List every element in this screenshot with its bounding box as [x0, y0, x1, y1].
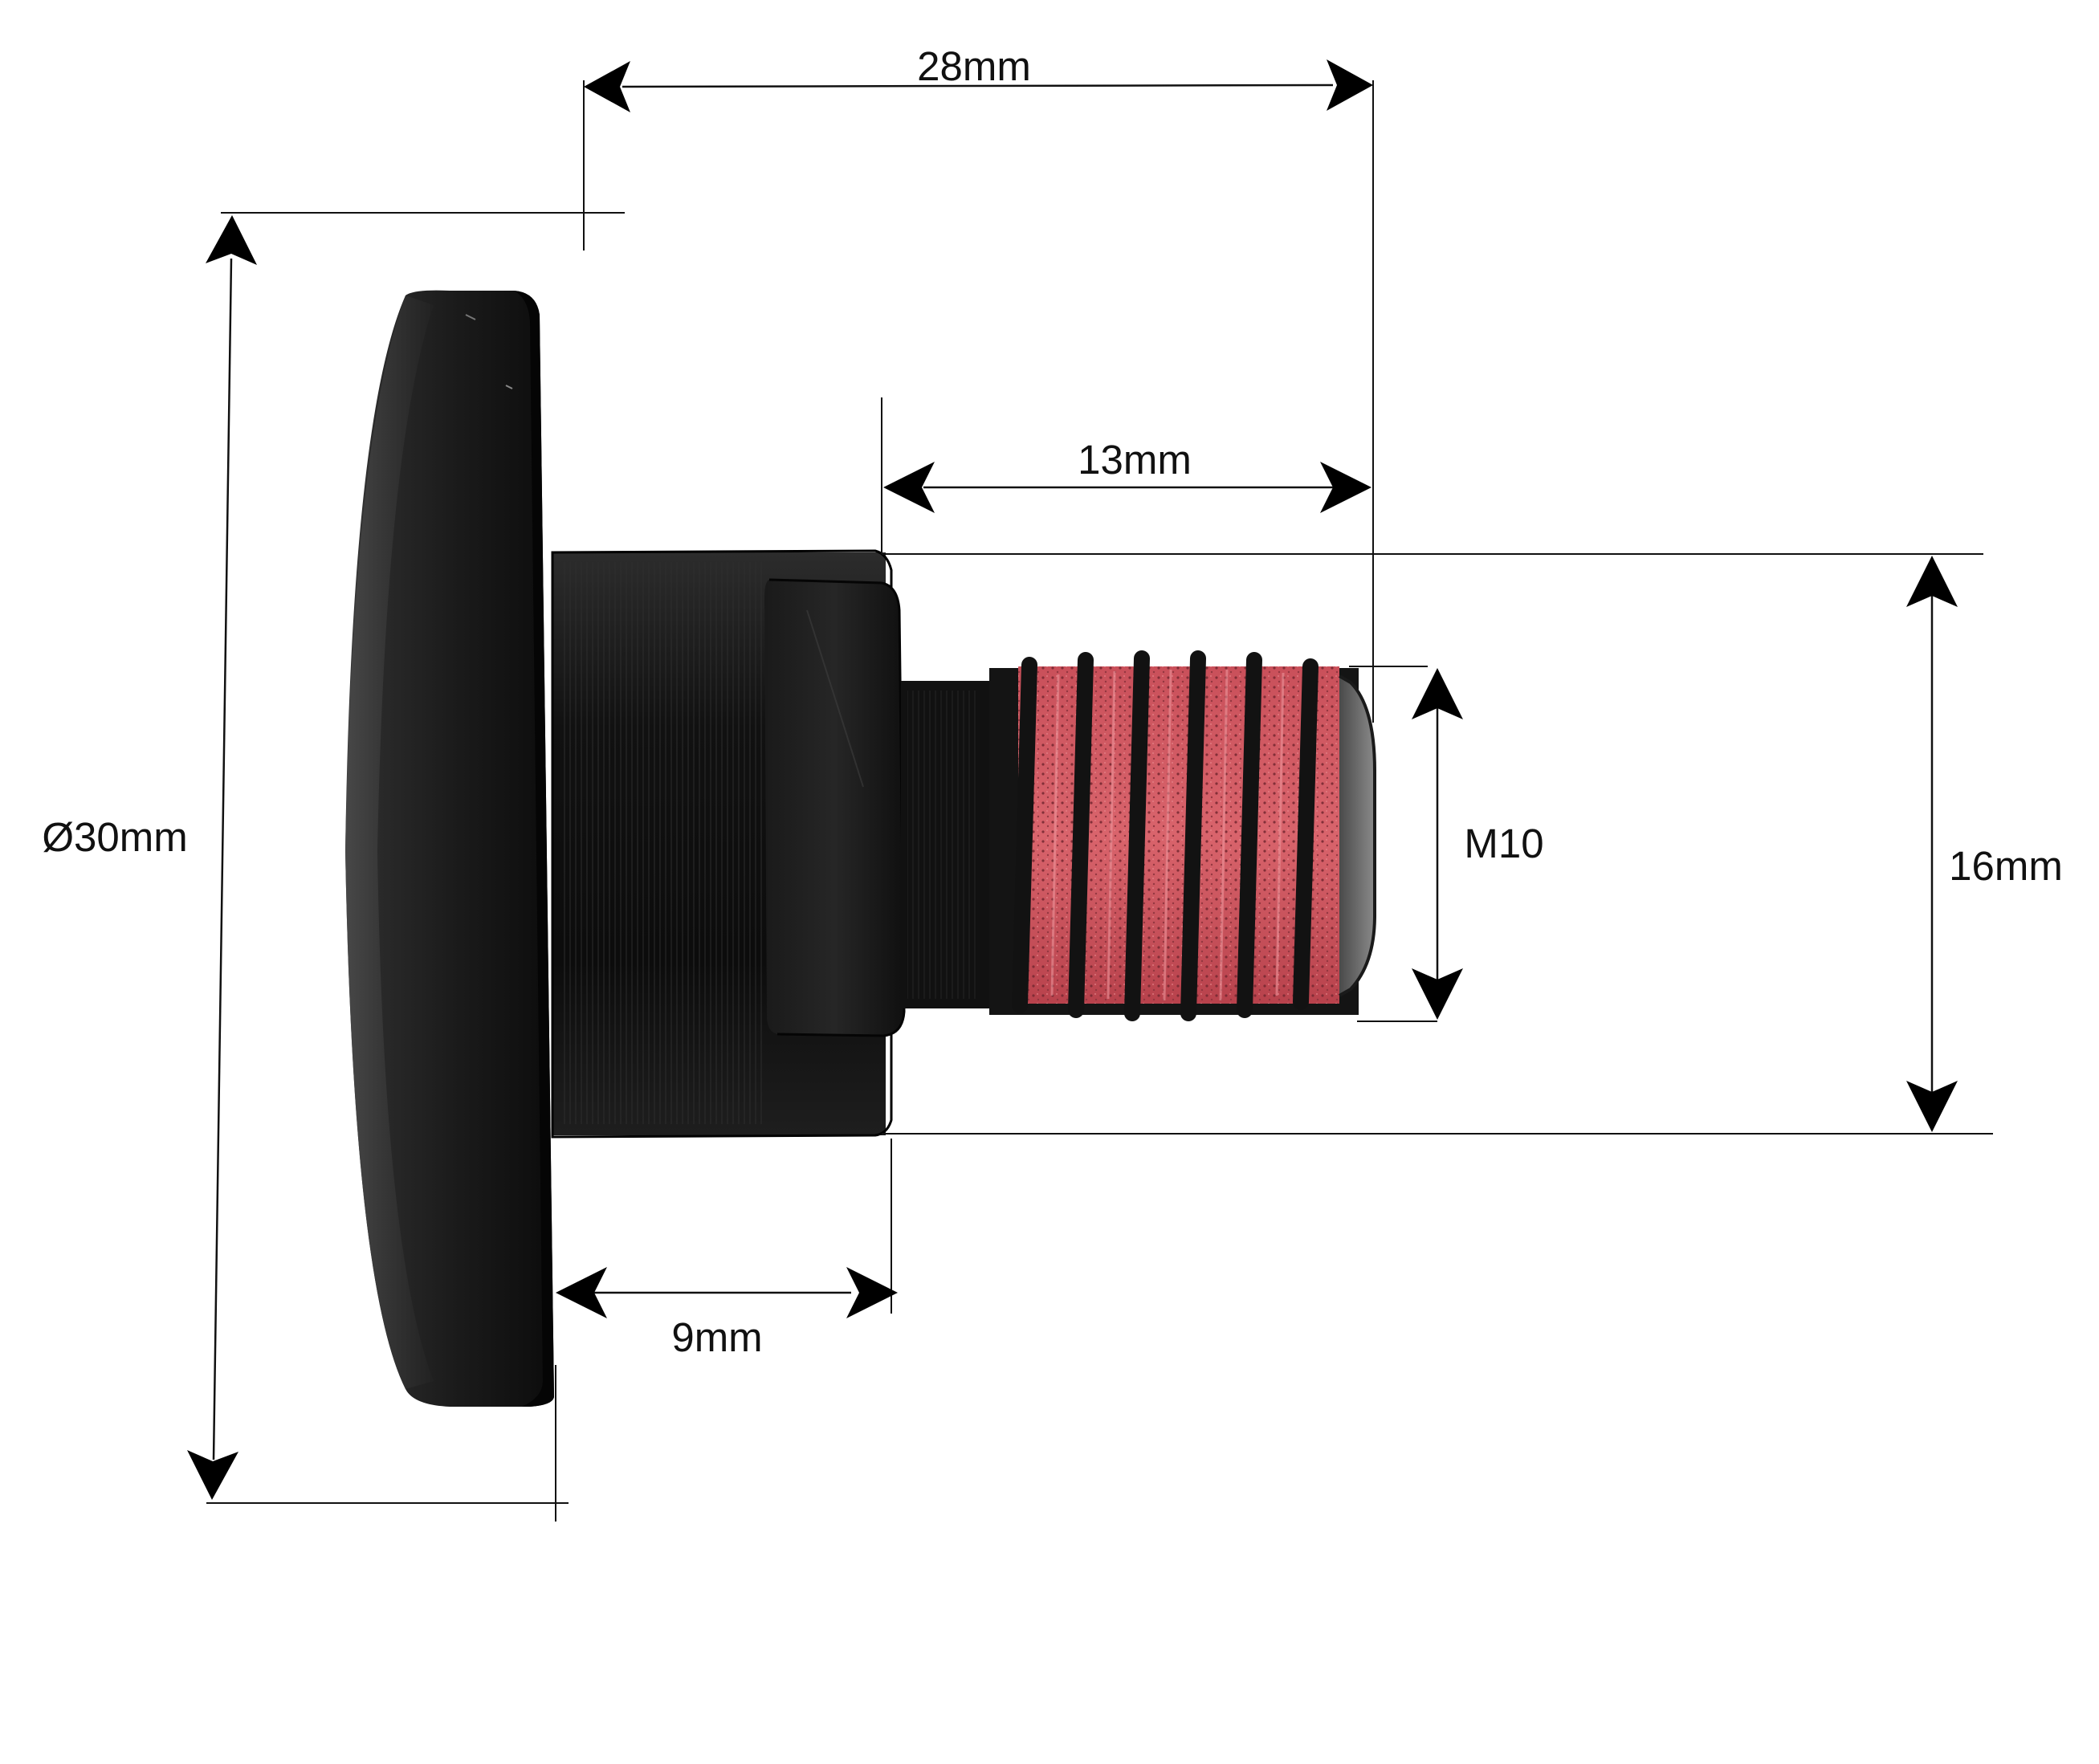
head-diameter-label: Ø30mm: [42, 814, 187, 860]
bolt-head: [345, 290, 554, 1408]
thread-grooves: [1012, 650, 1318, 1021]
thread-length-label: 13mm: [1078, 437, 1192, 483]
dimension-head-diameter: Ø30mm: [42, 212, 625, 1522]
bolt-tip: [1339, 676, 1375, 996]
thread-size-label: M10: [1464, 821, 1543, 866]
bolt-thread: [989, 650, 1359, 1021]
shoulder-length-label: 9mm: [671, 1314, 762, 1360]
bolt-photo: [345, 290, 1376, 1408]
bolt-shoulder: [551, 549, 906, 1139]
overall-length-label: 28mm: [917, 43, 1031, 89]
shoulder-diameter-label: 16mm: [1949, 843, 2063, 889]
dimension-thread-length: 13mm: [881, 397, 1371, 554]
dimension-overall-length: 28mm: [583, 43, 1374, 723]
dimension-shoulder-length: 9mm: [556, 1139, 898, 1360]
dimension-thread-size: M10: [1349, 666, 1544, 1022]
dimension-shoulder-diameter: 16mm: [882, 553, 2063, 1135]
